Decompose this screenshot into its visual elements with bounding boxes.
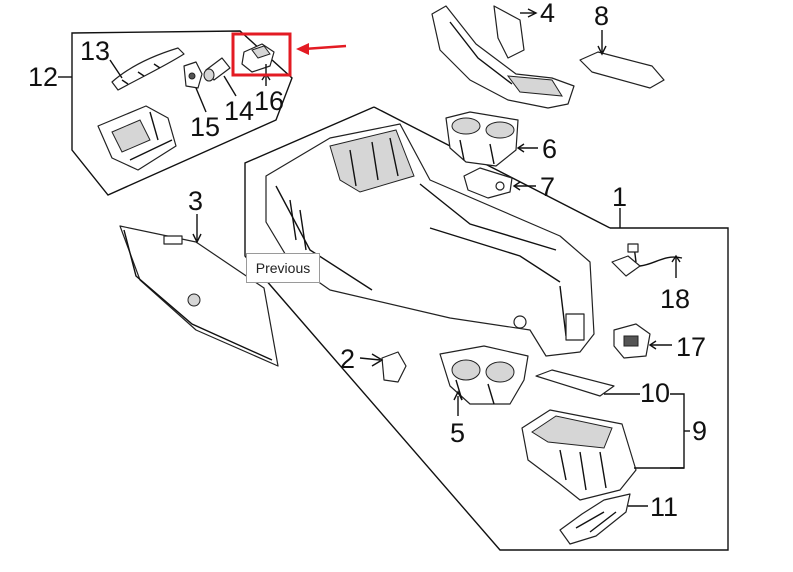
part-9-armrest-bin[interactable] [521, 409, 684, 501]
callout-14: 14 [224, 96, 254, 126]
callout-8: 8 [594, 1, 609, 31]
callout-1: 1 [612, 182, 627, 212]
callout-11: 11 [650, 492, 678, 522]
part-10-mat[interactable] [535, 369, 640, 397]
callout-18: 18 [660, 284, 690, 314]
callout-3: 3 [188, 186, 203, 216]
callout-labels: 1 2 3 4 5 6 7 8 9 10 11 12 13 14 15 16 1… [28, 0, 707, 522]
part-8-lid[interactable] [579, 30, 665, 89]
previous-tooltip[interactable]: Previous [246, 253, 320, 283]
part-6-cup-insert[interactable] [445, 111, 538, 167]
part-14-socket[interactable] [203, 57, 237, 97]
part-11-bracket[interactable] [559, 493, 648, 545]
highlight-box [231, 32, 292, 77]
callout-9: 9 [692, 416, 707, 446]
part-12-bracket-assembly[interactable] [97, 105, 177, 171]
part-17-module[interactable] [613, 323, 672, 359]
callout-7: 7 [540, 172, 555, 202]
part-4-shift-trim[interactable] [431, 5, 575, 109]
part-16-usb-unit[interactable] [241, 43, 275, 86]
callout-2: 2 [340, 344, 355, 374]
callout-12: 12 [28, 62, 58, 92]
callout-17: 17 [676, 332, 706, 362]
group-1-frame [244, 106, 729, 551]
part-5-cup-holder[interactable] [439, 345, 529, 416]
callout-5: 5 [450, 418, 465, 448]
callout-13: 13 [80, 36, 110, 66]
part-7-bracket[interactable] [463, 167, 536, 199]
callout-10: 10 [640, 378, 670, 408]
part-13-trim[interactable] [109, 47, 185, 91]
previous-tooltip-label: Previous [255, 260, 311, 276]
part-2-clip[interactable] [359, 351, 407, 383]
highlight-arrow [296, 43, 347, 55]
group-12-frame [58, 30, 293, 196]
part-15-bracket[interactable] [183, 61, 207, 113]
callout-6: 6 [542, 134, 557, 164]
bracket-9-10 [670, 393, 690, 469]
part-3-panel[interactable] [119, 214, 279, 367]
callout-16: 16 [254, 86, 284, 116]
callout-15: 15 [190, 112, 220, 142]
part-18-harness[interactable] [611, 243, 683, 278]
callout-4: 4 [540, 0, 555, 28]
